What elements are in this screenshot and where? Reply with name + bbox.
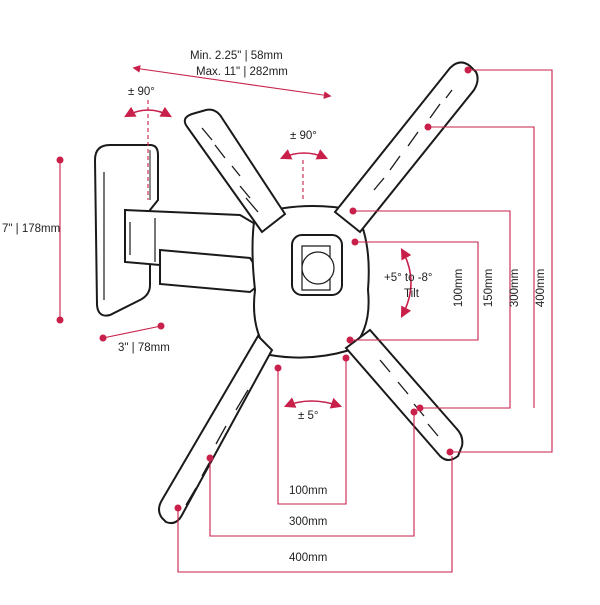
dimension-lines: [59, 65, 553, 573]
h-400-label: 400mm: [289, 552, 328, 564]
dimension-dots: [56, 66, 472, 512]
arm-slots: [185, 89, 453, 506]
v-300-label: 300mm: [509, 268, 522, 308]
plate-swivel-label: ± 90°: [290, 130, 317, 142]
h-100-label: 100mm: [289, 485, 328, 497]
depth-label: 3" | 78mm: [118, 342, 170, 354]
v-400-label: 400mm: [535, 268, 548, 308]
extension-min-label: Min. 2.25" | 58mm: [190, 50, 283, 62]
swing-arm: [124, 208, 267, 294]
v-150-label: 150mm: [483, 268, 496, 308]
rotation-label: ± 5°: [298, 410, 319, 422]
height-label: 7" | 178mm: [2, 223, 61, 235]
extension-max-label: Max. 11" | 282mm: [196, 66, 288, 78]
v-100-label: 100mm: [453, 268, 466, 308]
tv-plate: [158, 61, 479, 525]
h-300-label: 300mm: [289, 516, 328, 528]
tilt-range-label: +5° to -8°: [384, 272, 433, 284]
tilt-label: Tilt: [404, 288, 419, 300]
arm-swivel-label: ± 90°: [128, 86, 155, 98]
rotation-arcs: [124, 106, 412, 409]
